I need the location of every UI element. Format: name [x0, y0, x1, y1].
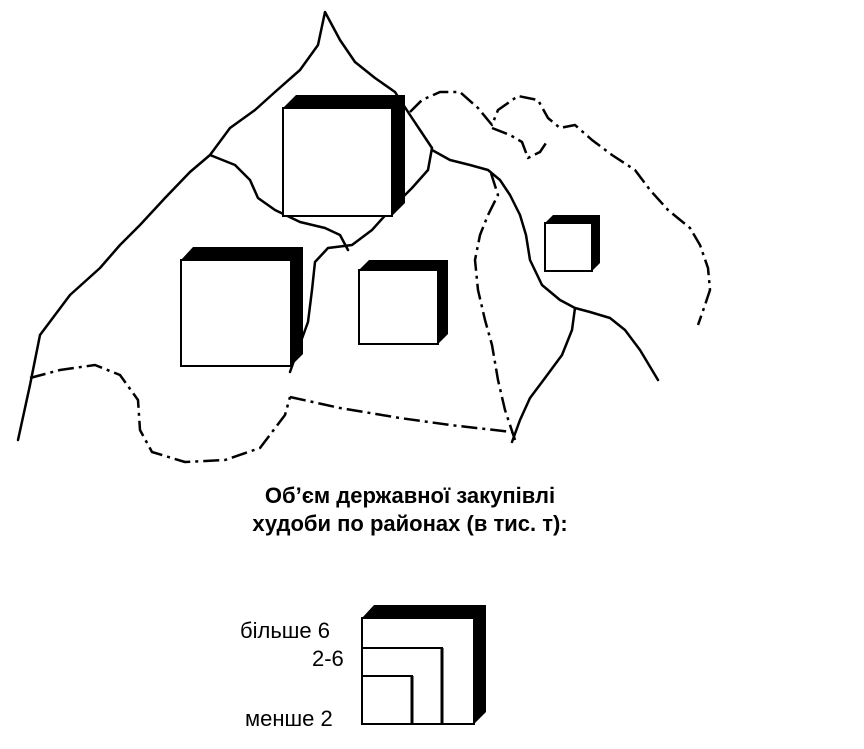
legend-label-small: менше 2	[245, 706, 333, 731]
legend-title-line1: Об’єм державної закупівлі	[264, 483, 556, 508]
border-south-west	[29, 363, 292, 464]
river-south	[510, 306, 577, 444]
legend-label-large: більше 6	[240, 618, 331, 643]
border-north-east	[409, 90, 712, 326]
legend-title: Об’єм державної закупівлі худоби по райо…	[160, 482, 660, 538]
district-marker-center	[358, 260, 448, 345]
district-marker-north	[282, 95, 405, 217]
legend-title-line2: худоби по районах (в тис. т):	[252, 511, 568, 536]
legend-symbol	[361, 605, 486, 725]
legend-label-medium: 2-6	[312, 646, 344, 671]
border-south	[289, 395, 513, 434]
river-main	[16, 10, 434, 442]
border-inner-east	[491, 126, 550, 160]
river-east	[430, 148, 660, 382]
river-tributary-west	[208, 153, 350, 252]
border-center-east	[473, 169, 517, 441]
district-marker-east	[544, 215, 600, 272]
district-marker-west	[180, 247, 303, 367]
